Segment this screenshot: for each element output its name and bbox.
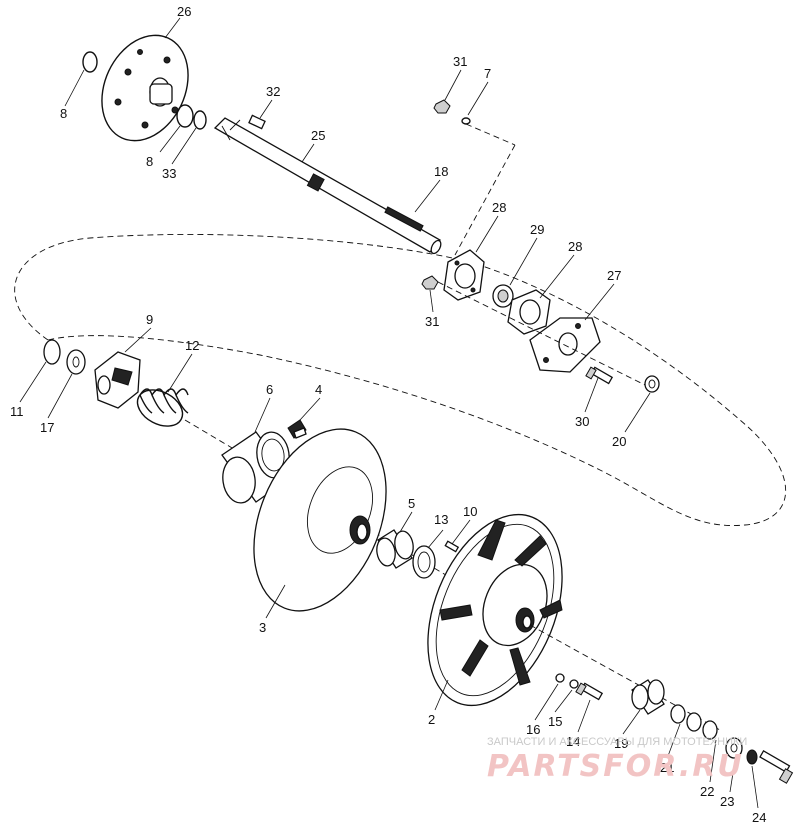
callout-31-top: 31 [453,54,467,69]
callout-13: 13 [434,512,448,527]
cam-9 [94,351,141,409]
stud-guide-line [465,123,516,146]
washer-7 [461,117,471,125]
washer-15 [569,679,579,689]
seal-13 [412,545,436,579]
callout-33: 33 [162,166,176,181]
key-32 [248,114,266,130]
callout-12: 12 [185,338,199,353]
sheave-axis-line [529,624,721,731]
cover-plate-26 [101,34,189,142]
callout-28-right: 28 [568,239,582,254]
callout-25: 25 [311,128,325,143]
callout-8-top: 8 [60,106,67,121]
callout-6: 6 [266,382,273,397]
callout-17: 17 [40,420,54,435]
washer-17-hole [72,356,80,368]
callout-21: 21 [660,760,674,775]
callout-10: 10 [463,504,477,519]
movable-sheave-2 [427,513,563,707]
bearing-flange-28-lower [507,289,551,335]
callout-7: 7 [484,66,491,81]
callout-26: 26 [177,4,191,19]
washer-22 [725,737,743,759]
callout-24: 24 [752,810,766,825]
spacer-19 [631,679,665,715]
callout-5: 5 [408,496,415,511]
bearing-29 [492,284,514,308]
shaft-25 [213,117,442,255]
washer-22-hole [730,743,738,753]
pin-10 [444,540,460,553]
watermark-text: ЗАПЧАСТИ И АКСЕССУАРЫ ДЛЯ МОТОТЕХНИКИ [487,736,747,748]
retaining-ring-11 [43,339,61,365]
watermark: ЗАПЧАСТИ И АКСЕССУАРЫ ДЛЯ МОТОТЕХНИКИ PA… [487,736,747,784]
lock-washer-23 [746,749,758,765]
bearing-flange-28-upper [443,249,485,301]
callout-9: 9 [146,312,153,327]
washer-21-a [670,704,686,724]
callout-8-bottom: 8 [146,154,153,169]
callout-29: 29 [530,222,544,237]
callout-14: 14 [566,734,580,749]
callout-20: 20 [612,434,626,449]
bolt-24 [759,750,794,784]
bolt-30 [585,366,614,385]
callout-18: 18 [434,164,448,179]
leader-lines [19,17,759,809]
fixed-sheave-3 [253,428,387,612]
callout-23: 23 [720,794,734,809]
callout-32: 32 [266,84,280,99]
washer-21-c [702,720,718,740]
callout-3: 3 [259,620,266,635]
callout-22: 22 [700,784,714,799]
shaft-axis-line-upper [437,281,646,386]
washer-17 [66,349,86,375]
callout-11: 11 [10,404,24,419]
clip-4 [287,419,307,439]
callout-labels: 26 8 8 33 32 25 31 7 18 28 29 28 27 31 9… [10,4,766,825]
nut-31-upper [433,99,451,114]
o-ring-8-lower [176,104,194,128]
washer-16 [555,673,565,683]
stud-guide-line-2 [454,144,516,256]
callout-19: 19 [614,736,628,751]
bolt-14 [575,682,604,701]
washer-21-b [686,712,702,732]
seal-13-hole [417,551,431,573]
callout-30: 30 [575,414,589,429]
callout-2: 2 [428,712,435,727]
o-ring-8-upper [82,51,98,73]
o-ring-33 [193,110,207,130]
callout-27: 27 [607,268,621,283]
callout-28-left: 28 [492,200,506,215]
spring-12 [136,388,189,427]
spacer-20 [644,375,660,393]
callout-31-bottom: 31 [425,314,439,329]
callout-16: 16 [526,722,540,737]
watermark-logo: PARTSFOR.RU [487,749,744,784]
callout-15: 15 [548,714,562,729]
drive-belt-outline [14,233,787,526]
nut-31-lower [421,275,439,290]
callout-4: 4 [315,382,322,397]
bushing-5 [376,529,414,569]
